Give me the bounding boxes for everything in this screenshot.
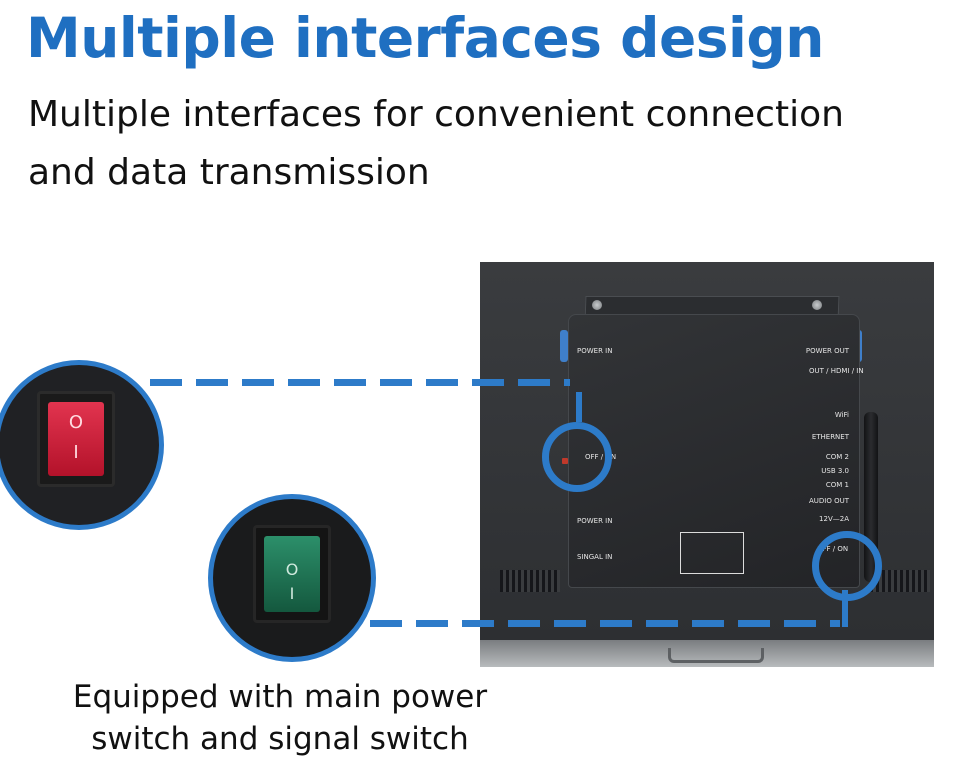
label-audio-out: AUDIO OUT [808, 497, 849, 505]
label-12v: 12V—2A [819, 515, 849, 523]
label-signal-in: SINGAL IN [577, 553, 613, 561]
power-switch-icon: O I [37, 391, 115, 487]
bracket-tab [560, 330, 568, 362]
label-wifi: WiFi [834, 411, 849, 419]
label-ethernet: ETHERNET [811, 433, 849, 441]
label-sticker [680, 532, 744, 574]
callout-ring-signal-switch [812, 531, 882, 601]
monitor-handle [668, 648, 764, 663]
switch-caption: Equipped with main power switch and sign… [72, 679, 488, 757]
switch-off-symbol: I [73, 442, 79, 463]
callout-line-signal [370, 620, 840, 627]
callout-line-main [150, 379, 570, 386]
screw-icon [812, 300, 822, 310]
page-title: Multiple interfaces design [26, 6, 824, 70]
label-power-out: POWER OUT [805, 347, 849, 355]
label-power-in: POWER IN [577, 347, 613, 355]
label-usb3: USB 3.0 [821, 467, 849, 475]
switch-on-symbol: O [68, 412, 84, 433]
label-power-in-2: POWER IN [577, 517, 613, 525]
main-power-switch-zoom: O I [0, 360, 164, 530]
signal-switch-icon: O I [253, 525, 331, 623]
screw-icon [592, 300, 602, 310]
signal-switch-zoom: O I [208, 494, 376, 662]
vent-grille [500, 570, 560, 592]
vent-grille [870, 570, 930, 592]
callout-line-signal-vertical [842, 590, 848, 627]
label-hdmi: OUT / HDMI / IN [809, 367, 864, 375]
callout-line-main-vertical [576, 392, 582, 422]
device-rear-photo: POWER IN OFF / ON POWER IN SINGAL IN POW… [480, 262, 934, 667]
callout-ring-main-switch [542, 422, 612, 492]
label-com2: COM 2 [825, 453, 849, 461]
label-com1: COM 1 [825, 481, 849, 489]
interface-box: POWER IN OFF / ON POWER IN SINGAL IN POW… [568, 314, 864, 588]
page-subtitle: Multiple interfaces for convenient conne… [28, 94, 844, 193]
switch-on-symbol: O [285, 560, 299, 579]
switch-off-symbol: I [289, 584, 295, 603]
